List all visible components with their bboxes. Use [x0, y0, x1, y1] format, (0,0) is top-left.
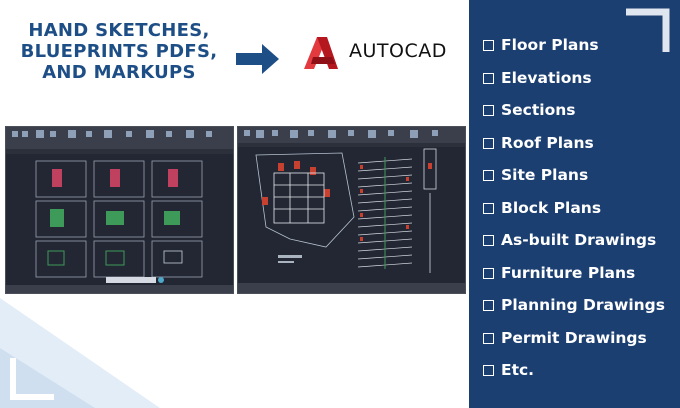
autocad-logo-icon: A: [304, 37, 338, 69]
checkbox-icon: [483, 332, 494, 344]
service-item: Sections: [483, 101, 665, 134]
service-label: Sections: [501, 101, 576, 119]
service-item: Elevations: [483, 69, 665, 102]
service-label: Elevations: [501, 68, 592, 87]
checkbox-icon: [483, 40, 494, 51]
decorative-triangles: [0, 298, 160, 408]
services-panel: Floor Plans Elevations Sections Roof Pla…: [469, 0, 680, 408]
headline-line-3: AND MARKUPS: [42, 62, 196, 83]
checkbox-icon: [483, 105, 494, 116]
service-item: Roof Plans: [483, 134, 665, 167]
service-label: Furniture Plans: [501, 263, 636, 282]
service-label: Etc.: [501, 361, 535, 379]
service-item: Floor Plans: [483, 36, 665, 69]
service-item: Site Plans: [483, 166, 665, 199]
service-item: Furniture Plans: [483, 264, 665, 297]
cad-screenshot-layouts: [5, 126, 234, 294]
service-label: Permit Drawings: [501, 328, 647, 347]
headline-line-1: HAND SKETCHES,: [28, 20, 210, 41]
service-label: As-built Drawings: [501, 231, 657, 249]
checkbox-icon: [483, 235, 494, 246]
service-item: Etc.: [483, 361, 665, 394]
checkbox-icon: [483, 202, 494, 214]
service-label: Block Plans: [501, 198, 602, 217]
checkbox-icon: [483, 170, 494, 181]
checkbox-icon: [483, 365, 494, 376]
corner-bracket-icon: [10, 358, 54, 400]
service-label: Floor Plans: [501, 36, 599, 54]
services-list: Floor Plans Elevations Sections Roof Pla…: [483, 36, 665, 394]
checkbox-icon: [483, 267, 494, 279]
headline-line-2: BLUEPRINTS PDFS,: [20, 41, 218, 62]
corner-bracket-icon: [626, 8, 670, 52]
checkbox-icon: [483, 72, 494, 84]
service-item: Permit Drawings: [483, 329, 665, 362]
service-label: Planning Drawings: [501, 296, 665, 314]
cad-screenshot-site-plan: [237, 126, 466, 294]
checkbox-icon: [483, 137, 494, 149]
service-item: As-built Drawings: [483, 231, 665, 264]
service-label: Site Plans: [501, 166, 589, 184]
right-arrow-icon: [236, 44, 279, 74]
headline: HAND SKETCHES, BLUEPRINTS PDFS, AND MARK…: [14, 20, 224, 83]
service-item: Block Plans: [483, 199, 665, 232]
checkbox-icon: [483, 300, 494, 311]
service-item: Planning Drawings: [483, 296, 665, 329]
autocad-logo-text: AUTOCAD: [349, 40, 447, 62]
service-label: Roof Plans: [501, 133, 594, 152]
